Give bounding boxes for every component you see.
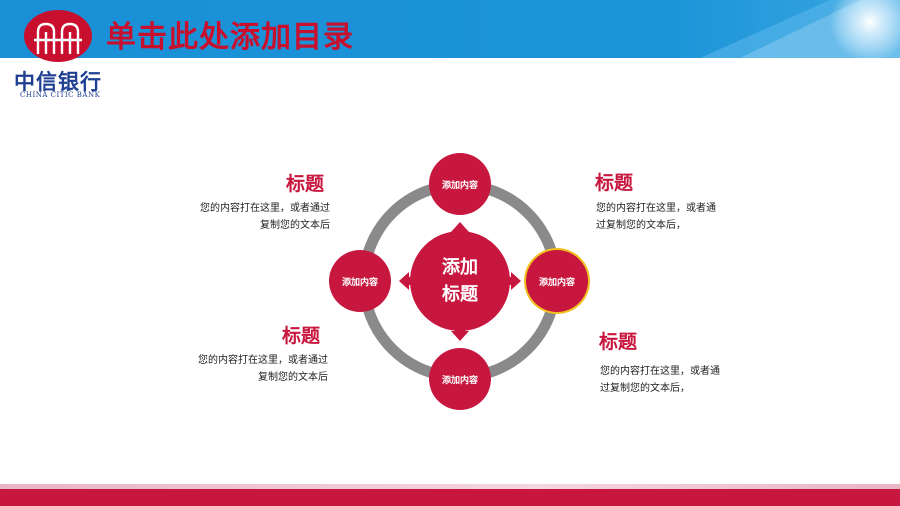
section-text-line: 过复制您的文本后， (600, 383, 690, 394)
section-title-top-left[interactable]: 标题 (286, 173, 325, 195)
node-right[interactable]: 添加内容 (526, 250, 588, 312)
node-top[interactable]: 添加内容 (429, 153, 491, 215)
node-bottom[interactable]: 添加内容 (429, 348, 491, 410)
citic-logo-icon (24, 10, 92, 62)
section-text-line: 您的内容打在这里，或者通过 (198, 355, 328, 366)
footer-stripe (0, 484, 900, 489)
arrow-up-icon (451, 222, 469, 232)
center-node-label-line1: 添加 (442, 257, 478, 278)
footer-bar (0, 489, 900, 506)
bank-name-english: CHINA CITIC BANK (20, 91, 101, 99)
header-band (0, 0, 900, 58)
section-text-top-left[interactable]: 您的内容打在这里，或者通过 复制您的文本后 (170, 200, 330, 234)
section-title-top-right[interactable]: 标题 (595, 172, 634, 194)
slide-title[interactable]: 单击此处添加目录 (106, 20, 354, 55)
center-node[interactable]: 添加 标题 (410, 231, 510, 331)
arrow-right-icon (511, 272, 521, 290)
arrow-left-icon (399, 272, 409, 290)
bank-name-chinese: 中信银行 (14, 69, 102, 94)
section-text-line: 您的内容打在这里，或者通过 (200, 203, 330, 214)
section-text-line: 复制您的文本后 (260, 220, 330, 231)
section-text-line: 您的内容打在这里，或者通 (596, 203, 716, 214)
section-title-bottom-left[interactable]: 标题 (282, 325, 321, 347)
node-left[interactable]: 添加内容 (329, 250, 391, 312)
header-background (0, 0, 900, 58)
section-text-line: 过复制您的文本后， (596, 220, 686, 231)
section-text-bottom-left[interactable]: 您的内容打在这里，或者通过 复制您的文本后 (168, 352, 328, 386)
section-title-bottom-right[interactable]: 标题 (599, 331, 638, 353)
section-text-bottom-right[interactable]: 您的内容打在这里，或者通 过复制您的文本后， (600, 363, 720, 397)
section-text-top-right[interactable]: 您的内容打在这里，或者通 过复制您的文本后， (596, 200, 716, 234)
section-text-line: 复制您的文本后 (258, 372, 328, 383)
arrow-down-icon (451, 331, 469, 341)
section-text-line: 您的内容打在这里，或者通 (600, 366, 720, 377)
center-node-label-line2: 标题 (442, 284, 478, 305)
